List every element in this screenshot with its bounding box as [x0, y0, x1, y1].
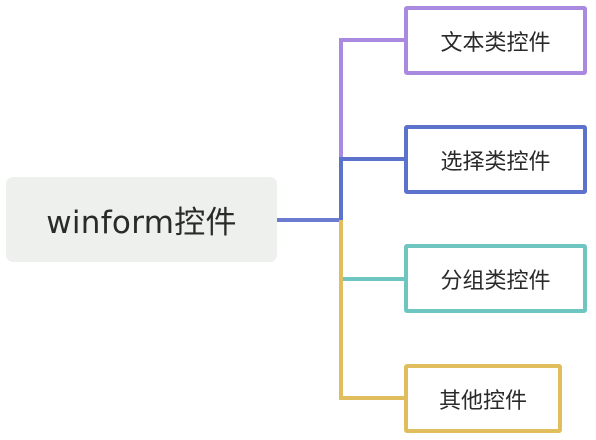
topic-node-group-controls[interactable]: 分组类控件: [404, 244, 587, 313]
branch-connector-group-controls: [339, 220, 404, 281]
topic-label: 分组类控件: [440, 268, 551, 294]
topic-node-selection-controls[interactable]: 选择类控件: [404, 125, 587, 194]
root-topic-label: winform控件: [46, 205, 237, 241]
root-topic-node[interactable]: winform控件: [6, 177, 277, 262]
topic-label: 选择类控件: [440, 149, 551, 175]
topic-label: 其他控件: [438, 388, 527, 414]
branch-connector-text-controls: [339, 38, 404, 220]
branch-connector-other-controls: [339, 220, 404, 400]
topic-node-text-controls[interactable]: 文本类控件: [404, 6, 587, 75]
topic-label: 文本类控件: [440, 30, 551, 56]
topic-node-other-controls[interactable]: 其他控件: [404, 364, 562, 433]
branch-connector-selection-controls: [339, 157, 404, 220]
